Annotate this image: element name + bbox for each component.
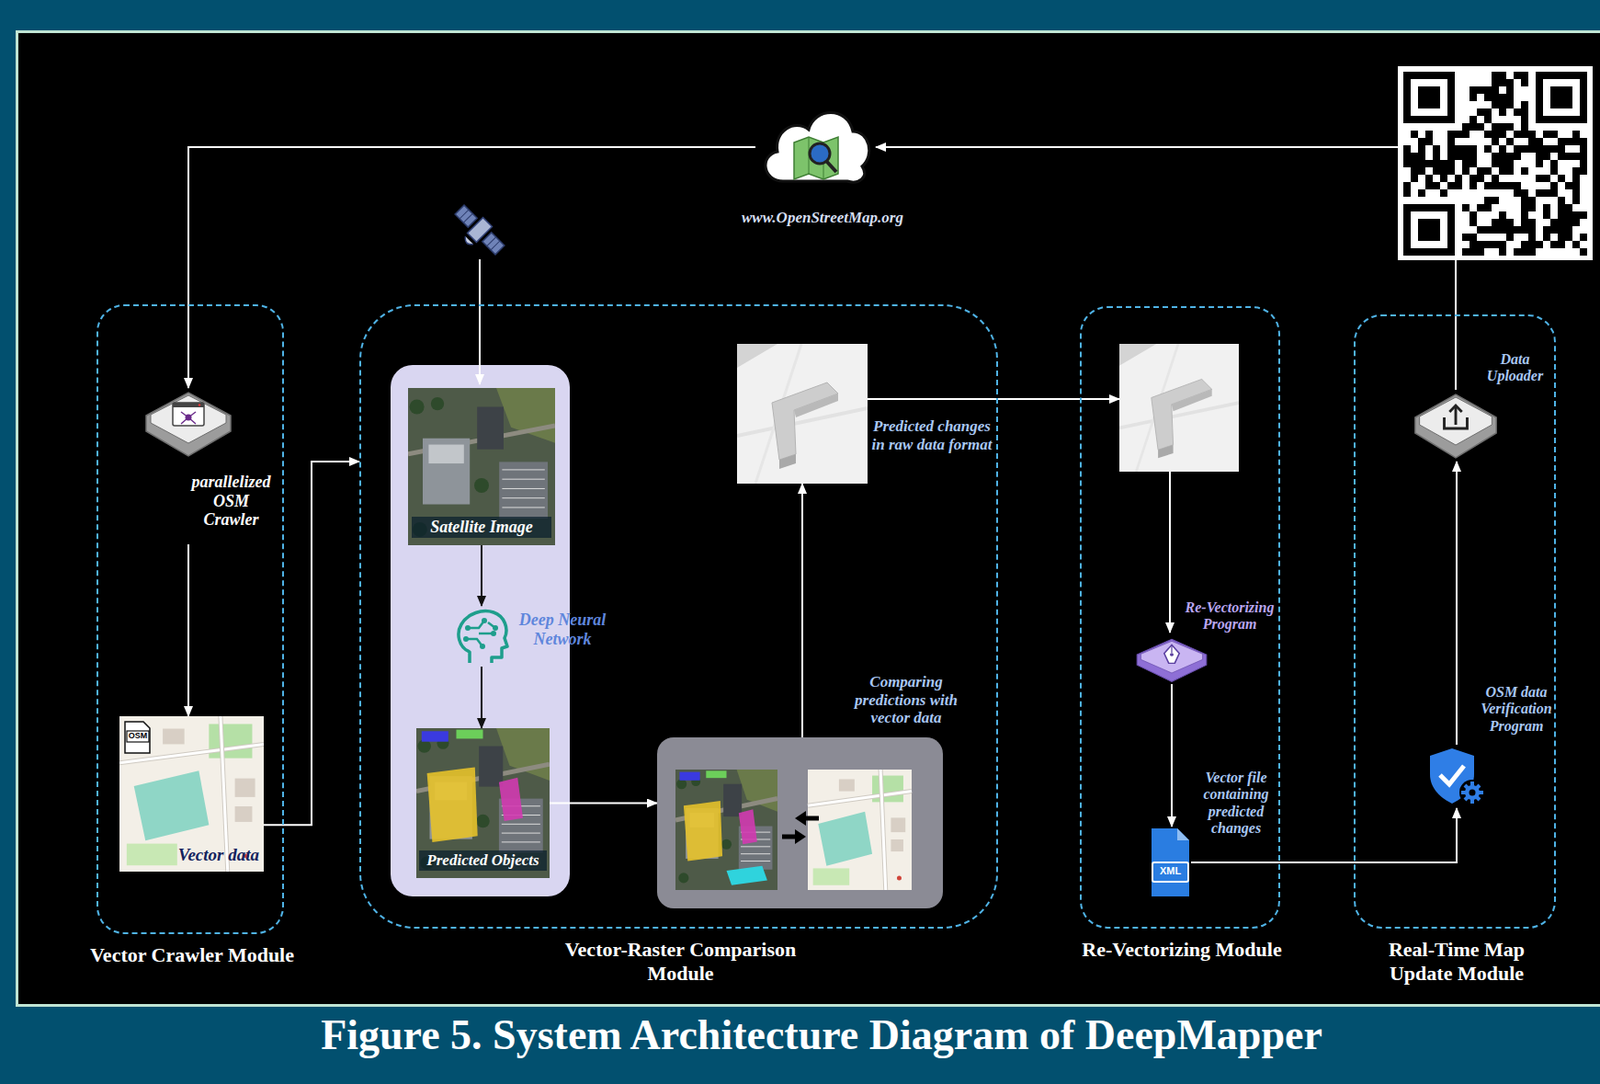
connector-arrow bbox=[480, 666, 483, 728]
module-title: Real-Time Map Update Module bbox=[1355, 937, 1558, 987]
component-box: parallelized OSM Crawler bbox=[139, 387, 278, 545]
ukey-graphic bbox=[1411, 389, 1500, 462]
component-label: Deep Neural Network bbox=[515, 610, 610, 648]
component-label: Satellite Image bbox=[411, 516, 552, 538]
xml-graphic bbox=[1149, 826, 1192, 898]
component-box: Satellite Image bbox=[408, 387, 556, 545]
module-title: Vector Crawler Module bbox=[54, 942, 330, 967]
connector-arrow bbox=[549, 802, 658, 805]
module-box: Real-Time Map Update ModuleOSM data Veri… bbox=[1353, 314, 1556, 929]
component-label: Comparing predictions with vector data bbox=[845, 672, 967, 727]
connector-arrow bbox=[480, 544, 483, 606]
component-box: Predicted changes in raw data format bbox=[737, 343, 997, 484]
chg-graphic bbox=[1119, 343, 1239, 472]
module-box: Vector-Raster Comparison ModuleSatellite… bbox=[359, 304, 999, 929]
shield-graphic bbox=[1426, 744, 1487, 808]
component-box: Vector data OSM bbox=[119, 715, 264, 872]
component-box: OSM data Verification Program bbox=[1424, 683, 1557, 810]
crawler-graphic bbox=[142, 387, 235, 460]
module-title: Vector-Raster Comparison Module bbox=[543, 937, 819, 987]
chg-icon bbox=[1119, 343, 1239, 472]
component-label: Vector file containing predicted changes bbox=[1195, 769, 1277, 838]
image-feed-line bbox=[478, 259, 481, 385]
qr-code bbox=[1397, 66, 1593, 261]
component-box: Re-Vectorizing Program bbox=[1134, 599, 1280, 684]
revector-feed-line bbox=[1168, 471, 1171, 633]
component-label: Re-Vectorizing Program bbox=[1181, 599, 1278, 634]
cloud-icon bbox=[755, 100, 876, 194]
icon-label: OSM bbox=[126, 730, 149, 741]
crawler-icon bbox=[142, 387, 235, 460]
satellite-icon bbox=[446, 202, 508, 263]
component-label: parallelized OSM Crawler bbox=[187, 472, 275, 530]
component-label: Vector data bbox=[156, 844, 260, 865]
icon-label: XML bbox=[1152, 864, 1189, 877]
figure-caption: Figure 5. System Architecture Diagram of… bbox=[86, 1010, 1557, 1060]
component-box: Comparing predictions with vector data bbox=[657, 737, 943, 908]
component-label: www.OpenStreetMap.org bbox=[735, 208, 910, 227]
dnn-graphic bbox=[451, 605, 512, 667]
cloud-graphic bbox=[755, 100, 876, 194]
component-box: Deep Neural Network bbox=[451, 599, 613, 673]
pkey-graphic bbox=[1134, 635, 1210, 684]
connector-arrow bbox=[801, 483, 804, 738]
component-box: www.OpenStreetMap.org bbox=[735, 96, 912, 244]
module-box: Vector Crawler Moduleparallelized OSM Cr… bbox=[96, 304, 284, 934]
connector-arrow bbox=[188, 147, 756, 388]
cmp-picture bbox=[657, 737, 943, 908]
component-label: Data Uploader bbox=[1480, 351, 1550, 386]
connector-arrow bbox=[187, 544, 190, 716]
component-label: OSM data Verification Program bbox=[1477, 683, 1555, 735]
pkey-icon bbox=[1134, 635, 1210, 684]
shield-icon bbox=[1426, 744, 1487, 808]
component-box: Vector file containing predicted changes… bbox=[1149, 769, 1279, 900]
connector-arrow bbox=[1455, 461, 1458, 745]
component-label: Predicted Objects bbox=[419, 850, 547, 871]
component-label: Predicted changes in raw data format bbox=[871, 417, 993, 454]
component-box: Predicted Objects bbox=[416, 727, 550, 878]
chg-graphic bbox=[737, 343, 868, 484]
dnn-icon bbox=[451, 605, 512, 667]
xml-icon bbox=[1149, 826, 1192, 898]
module-box: Re-Vectorizing ModuleRe-Vectorizing Prog… bbox=[1079, 306, 1281, 929]
module-title: Re-Vectorizing Module bbox=[1080, 937, 1283, 962]
connector-arrow bbox=[263, 461, 360, 825]
ukey-icon bbox=[1411, 389, 1500, 462]
connector-arrow bbox=[1170, 683, 1173, 827]
chg-icon bbox=[737, 343, 868, 484]
component-box: Data Uploader bbox=[1411, 351, 1552, 464]
